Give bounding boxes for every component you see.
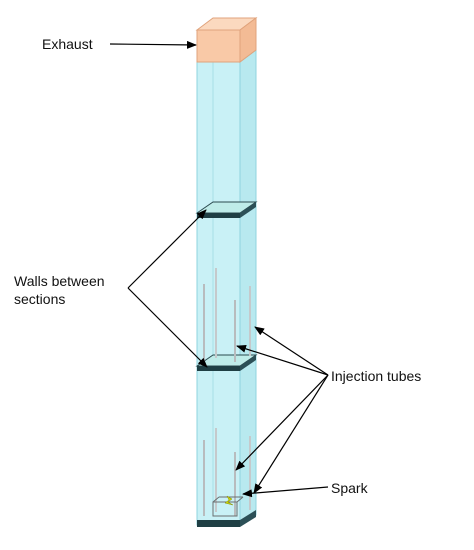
annotation-arrows — [109, 40, 329, 498]
injection-tubes-label: Injection tubes — [331, 368, 422, 384]
injection-tubes-middle — [203, 268, 251, 362]
column-base — [197, 510, 256, 527]
arrow-injection-1 — [254, 326, 329, 376]
column-side-face — [239, 49, 257, 526]
walls-label-line1: Walls between — [14, 273, 105, 289]
spark-label: Spark — [331, 480, 368, 496]
exhaust-label: Exhaust — [42, 36, 93, 52]
arrow-injection-2 — [236, 344, 329, 376]
spark-assembly — [212, 495, 244, 517]
arrow-wall-lower — [127, 287, 208, 368]
exhaust-front — [196, 29, 241, 63]
spark-icon — [224, 495, 234, 506]
exhaust-side — [239, 17, 257, 63]
arrow-spark — [242, 486, 329, 498]
walls-between-sections-label: Walls between sections — [14, 272, 134, 308]
arrow-injection-4 — [253, 374, 329, 494]
walls-label-line2: sections — [14, 291, 66, 307]
wall-upper — [195, 201, 258, 218]
column-body — [196, 49, 257, 526]
wall-lower — [195, 354, 258, 371]
injection-tubes-lower — [203, 428, 251, 516]
arrow-exhaust — [109, 40, 197, 49]
arrow-injection-3 — [235, 374, 329, 471]
arrow-wall-upper — [127, 209, 207, 289]
exhaust-box — [195, 17, 258, 63]
